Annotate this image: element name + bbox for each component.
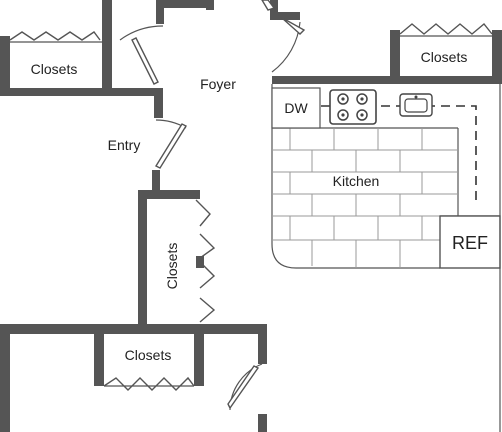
- room-labels: Closets Foyer Closets DW Entry Kitchen R…: [31, 49, 488, 363]
- wall-segment: [270, 12, 300, 20]
- bifold-door-hall-1: [195, 199, 211, 227]
- label-foyer: Foyer: [200, 76, 236, 92]
- bifold-door-bottom: [103, 376, 195, 391]
- sink-icon: [399, 93, 433, 117]
- door-leaf-bottom: [227, 365, 260, 410]
- wall-segment: [390, 30, 400, 84]
- wall-segment: [138, 190, 200, 199]
- wall-segment: [492, 30, 502, 84]
- wall-segment: [154, 88, 163, 118]
- swing-doors: [119, 0, 306, 411]
- door-swing-arc: [119, 25, 164, 41]
- wall-segment: [0, 324, 266, 334]
- wall-segment: [102, 0, 112, 96]
- label-entry: Entry: [108, 137, 141, 153]
- wall-segment: [272, 76, 394, 84]
- label-closets-bottom: Closets: [125, 347, 172, 363]
- door-leaf-entry: [155, 123, 187, 169]
- label-closets-hall: Closets: [164, 243, 180, 290]
- wall-segment: [94, 330, 104, 386]
- wall-segment: [206, 0, 214, 10]
- door-swing-arc: [229, 363, 263, 411]
- wall-segment: [0, 88, 162, 96]
- bifold-door-hall-4: [199, 297, 216, 323]
- door-leaf-top: [261, 0, 276, 11]
- label-kitchen: Kitchen: [333, 173, 380, 189]
- wall-segment: [156, 0, 164, 24]
- door-leaf-foyer-left: [131, 37, 159, 85]
- wall-segment: [0, 36, 10, 96]
- wall-segment: [152, 170, 160, 192]
- wall-segment: [258, 324, 267, 364]
- kitchen: [271, 84, 501, 432]
- hall-closet-post: [196, 256, 204, 268]
- wall-segment: [0, 324, 10, 432]
- wall-segment: [390, 76, 502, 84]
- door-leaf-foyer-right: [281, 17, 306, 35]
- bifold-door-hall-3: [199, 261, 216, 289]
- wall-segment: [270, 0, 278, 20]
- kitchen-tile-grid: [272, 128, 458, 268]
- wall-segment: [258, 414, 267, 432]
- closet-outlines: [10, 35, 492, 387]
- label-closets-top-left: Closets: [31, 61, 78, 77]
- closet-doors: [9, 23, 493, 391]
- label-dishwasher: DW: [284, 100, 308, 116]
- bifold-door-top-left: [9, 31, 101, 41]
- dishwasher-box: [271, 87, 321, 129]
- bifold-door-top-right: [399, 23, 493, 35]
- label-refrigerator: REF: [452, 233, 488, 253]
- label-closets-top-right: Closets: [421, 49, 468, 65]
- cooktop-icon: [329, 89, 377, 125]
- wall-segment: [156, 0, 214, 8]
- refrigerator-box: [439, 215, 501, 269]
- kitchen-counter-edge: [271, 84, 440, 269]
- wall-segment: [194, 330, 204, 386]
- bifold-door-hall-2: [199, 233, 216, 259]
- wall-segment: [138, 190, 147, 330]
